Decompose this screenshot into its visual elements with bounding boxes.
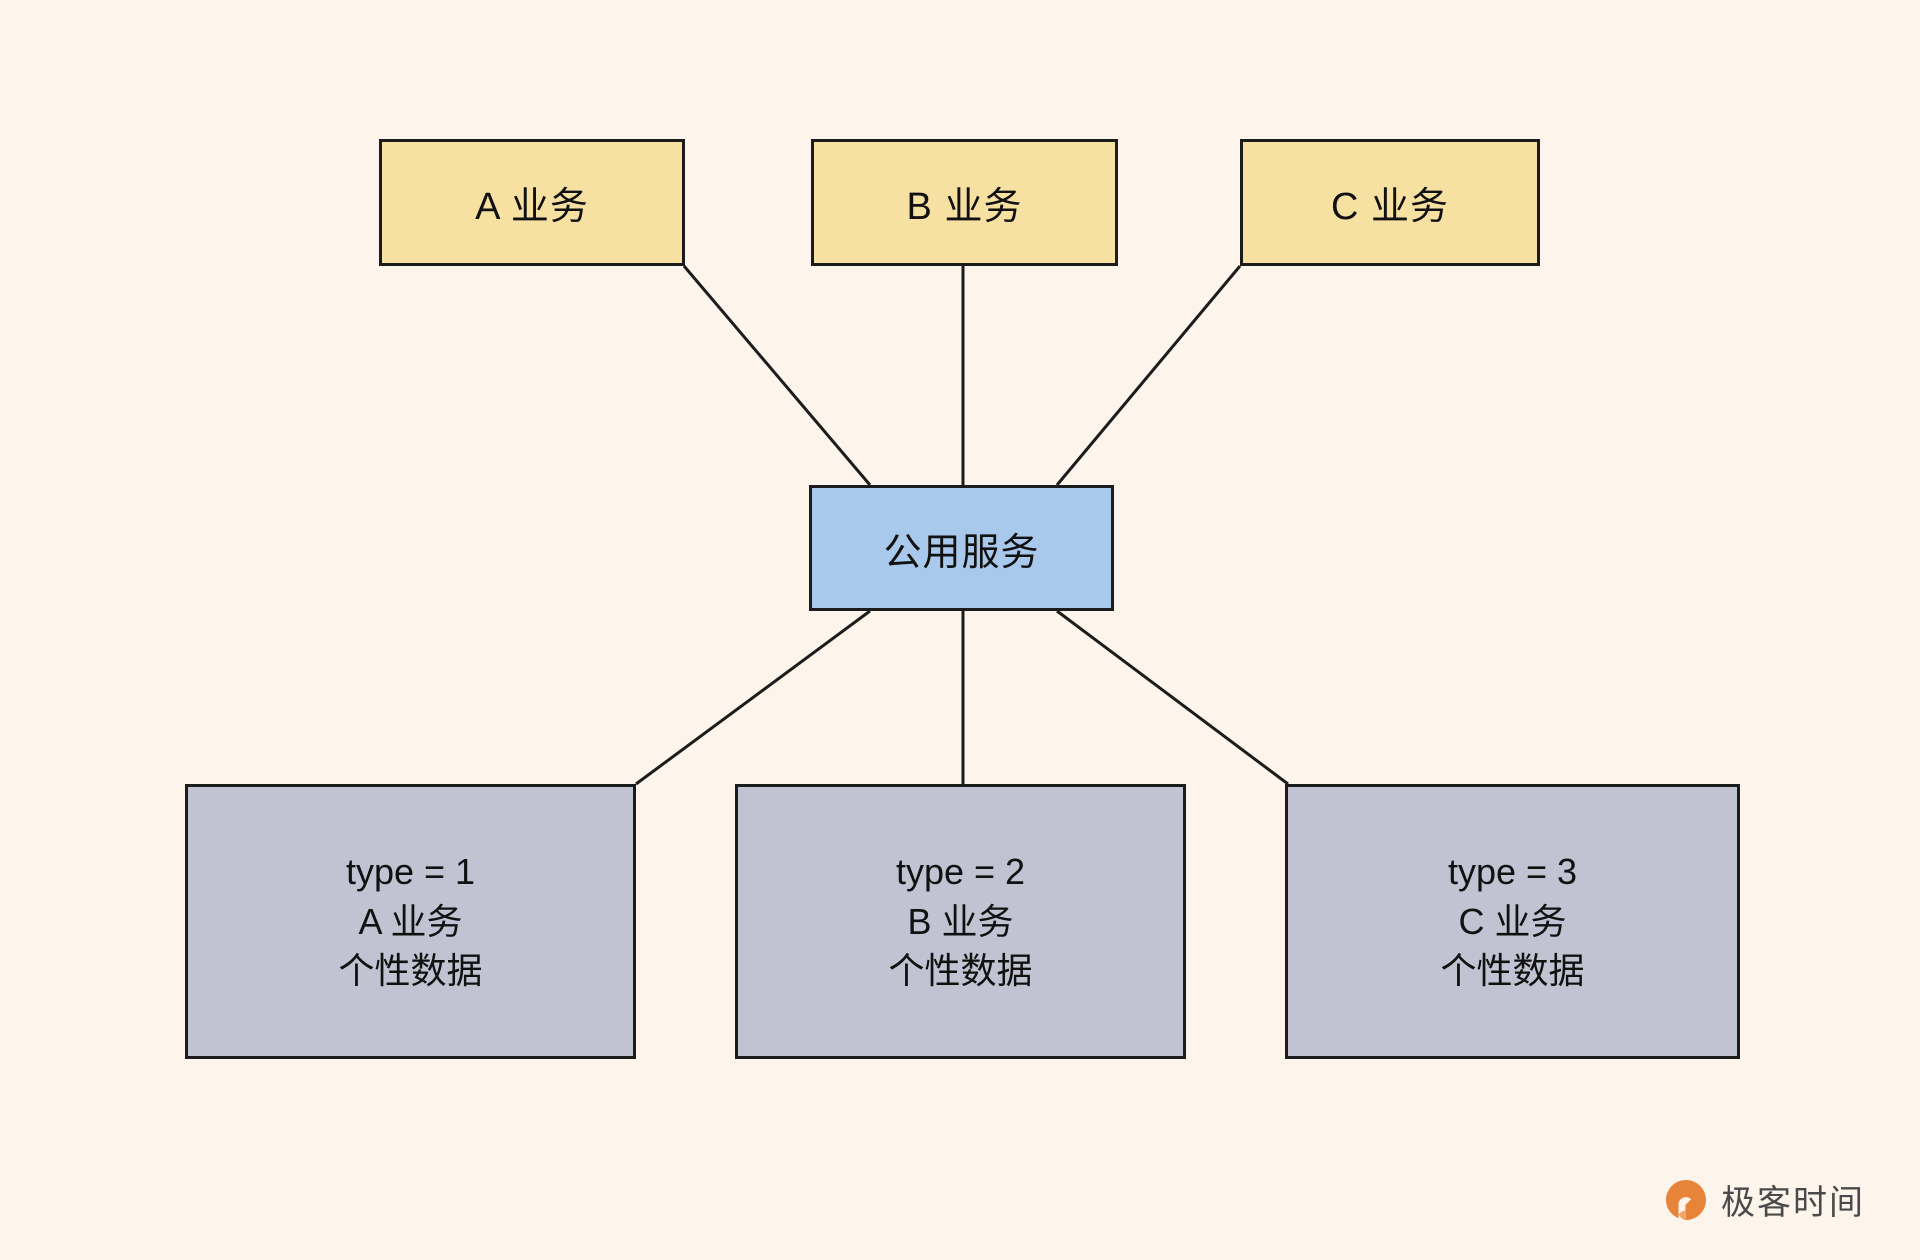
data-node-type-1[interactable]: type = 1 A 业务 个性数据 — [185, 784, 636, 1059]
geektime-logo-icon — [1666, 1179, 1706, 1220]
data-node-type-2[interactable]: type = 2 B 业务 个性数据 — [735, 784, 1186, 1059]
common-service-node[interactable]: 公用服务 — [809, 485, 1114, 611]
watermark-text: 极客时间 — [1721, 1184, 1865, 1222]
business-node-b-label: B 业务 — [906, 186, 1023, 228]
data-node-type-2-detail: 个性数据 — [888, 950, 1033, 992]
data-node-type-1-detail: 个性数据 — [338, 950, 483, 992]
edge-biz-c-to-common — [1055, 265, 1242, 486]
data-node-type-3-business: C 业务 — [1458, 900, 1567, 942]
business-node-a[interactable]: A 业务 — [379, 139, 685, 266]
edge-common-to-data-1 — [635, 609, 871, 786]
edge-biz-a-to-common — [682, 265, 872, 486]
data-node-type-1-type: type = 1 — [345, 850, 476, 892]
edge-common-to-data-3 — [1056, 609, 1289, 786]
watermark: 极客时间 — [1663, 1175, 1865, 1224]
data-node-type-3[interactable]: type = 3 C 业务 个性数据 — [1285, 784, 1740, 1059]
business-node-c-label: C 业务 — [1330, 186, 1449, 228]
common-service-node-label: 公用服务 — [883, 531, 1040, 574]
business-node-a-label: A 业务 — [475, 186, 589, 228]
business-node-c[interactable]: C 业务 — [1240, 139, 1540, 266]
data-node-type-2-type: type = 2 — [895, 850, 1026, 892]
data-node-type-1-business: A 业务 — [358, 900, 463, 942]
business-node-b[interactable]: B 业务 — [811, 139, 1118, 266]
data-node-type-2-business: B 业务 — [907, 900, 1014, 942]
data-node-type-3-detail: 个性数据 — [1440, 950, 1585, 992]
data-node-type-3-type: type = 3 — [1447, 850, 1578, 892]
